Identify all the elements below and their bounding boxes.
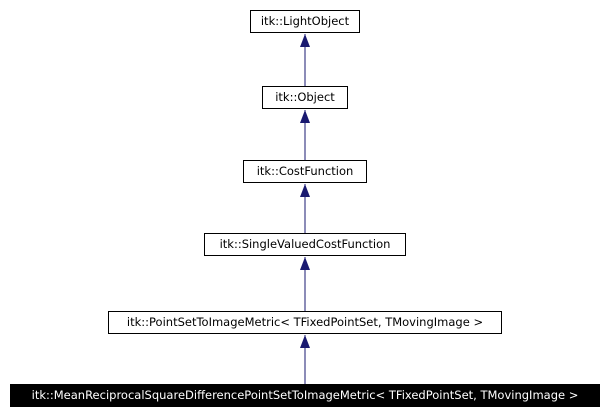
class-node-light-object[interactable]: itk::LightObject <box>250 10 360 33</box>
class-node-cost-function[interactable]: itk::CostFunction <box>243 160 367 183</box>
class-node-object[interactable]: itk::Object <box>262 86 348 109</box>
class-node-single-valued-cost-function[interactable]: itk::SingleValuedCostFunction <box>204 233 406 256</box>
class-node-mean-reciprocal-square-difference-metric: itk::MeanReciprocalSquareDifferencePoint… <box>10 384 600 407</box>
class-node-point-set-to-image-metric[interactable]: itk::PointSetToImageMetric< TFixedPointS… <box>108 311 502 334</box>
